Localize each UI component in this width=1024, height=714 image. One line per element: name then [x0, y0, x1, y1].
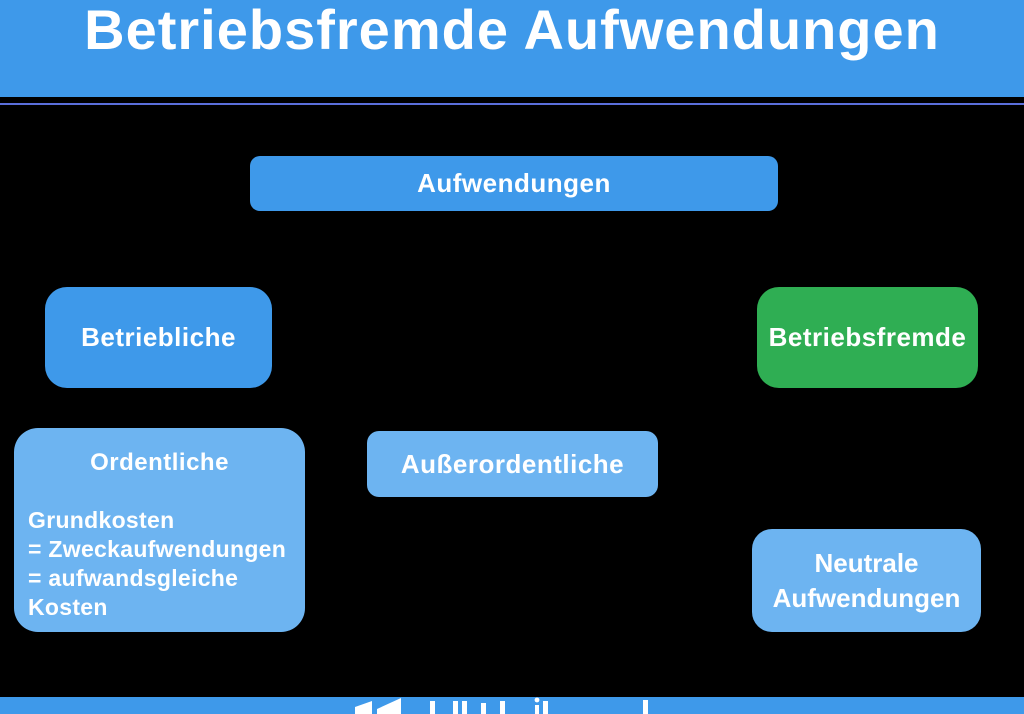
node-ordentliche-details: Grundkosten = Zweckaufwendungen = aufwan… — [14, 506, 305, 622]
node-neutrale-label-line: Neutrale — [814, 547, 919, 578]
header-divider-line — [0, 103, 1024, 105]
node-neutrale-label-line: Aufwendungen — [772, 582, 961, 613]
node-betriebsfremde-label: Betriebsfremde — [768, 322, 967, 352]
page-title: Betriebsfremde Aufwendungen — [84, 0, 940, 61]
paper-plane-logo — [355, 697, 648, 714]
node-ordentliche-title: Ordentliche — [90, 449, 229, 476]
detail-line: = aufwandsgleiche — [28, 565, 239, 591]
node-ausserordentliche: Außerordentliche — [367, 431, 658, 497]
node-aufwendungen: Aufwendungen — [250, 156, 778, 211]
node-neutrale-aufwendungen: Neutrale Aufwendungen — [752, 529, 981, 632]
node-betriebliche: Betriebliche — [45, 287, 272, 388]
node-aufwendungen-label: Aufwendungen — [417, 168, 611, 198]
detail-line: = Zweckaufwendungen — [28, 536, 287, 562]
node-ordentliche: Ordentliche Grundkosten = Zweckaufwendun… — [14, 428, 305, 632]
detail-line: Kosten — [28, 594, 108, 620]
node-betriebsfremde: Betriebsfremde — [757, 287, 978, 388]
detail-line: Grundkosten — [28, 507, 175, 533]
footer-banner — [0, 697, 1024, 714]
node-ausserordentliche-label: Außerordentliche — [400, 448, 625, 479]
header-banner: Betriebsfremde Aufwendungen — [0, 0, 1024, 97]
node-betriebliche-label: Betriebliche — [81, 322, 236, 352]
